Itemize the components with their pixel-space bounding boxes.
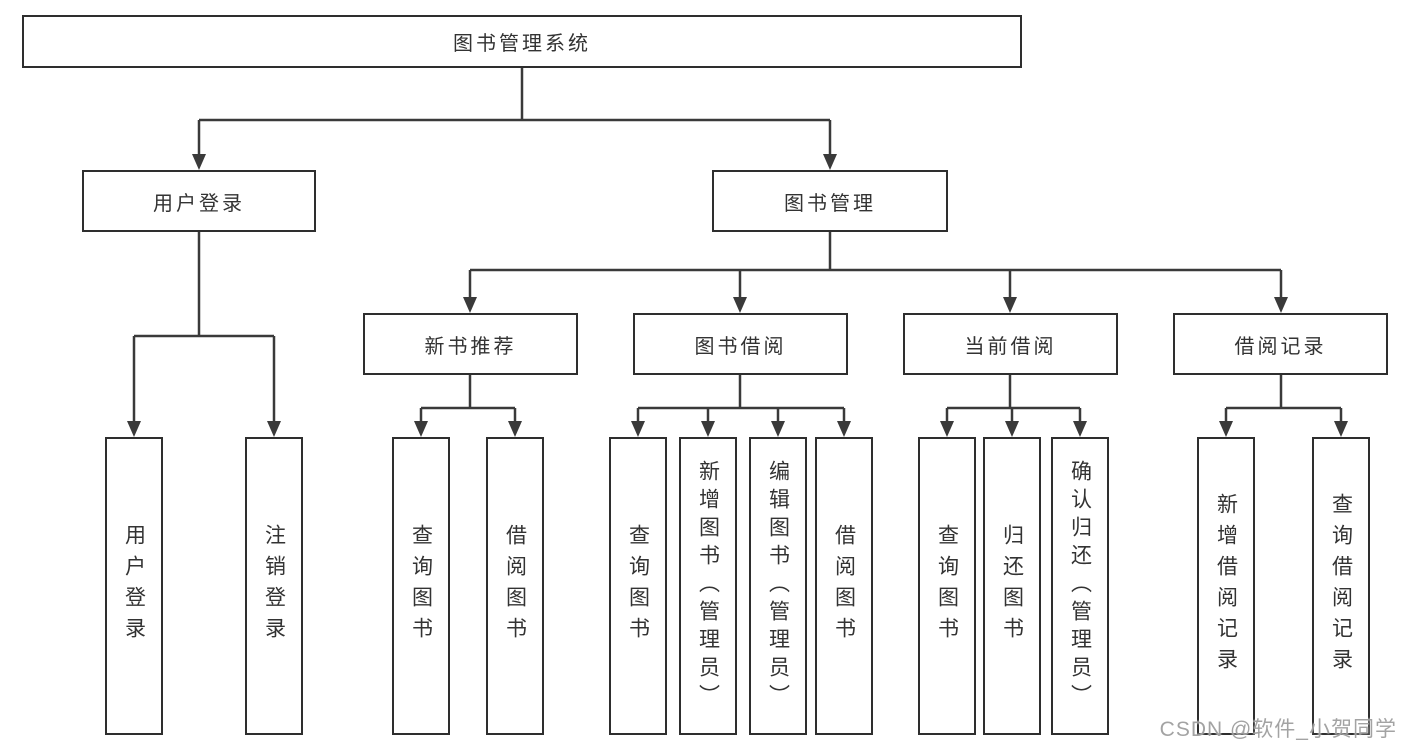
leaf-logout-label: 注销登录: [262, 524, 286, 648]
node-book-management: 图书管理: [712, 170, 948, 232]
node-current-borrowing: 当前借阅: [903, 313, 1118, 375]
node-root: 图书管理系统: [22, 15, 1022, 68]
leaf-query-books-borrow-label: 查询图书: [626, 524, 650, 648]
leaf-confirm-return-admin: 确认归还（管理员）: [1051, 437, 1109, 735]
leaf-query-books-recommend-label: 查询图书: [409, 524, 433, 648]
arrowheads: [127, 154, 1348, 437]
node-user-login: 用户登录: [82, 170, 316, 232]
leaf-add-books-admin: 新增图书（管理员）: [679, 437, 737, 735]
leaf-return-books-label: 归还图书: [1000, 524, 1024, 648]
leaf-edit-books-admin: 编辑图书（管理员）: [749, 437, 807, 735]
leaf-logout: 注销登录: [245, 437, 303, 735]
leaf-add-borrow-record-label: 新增借阅记录: [1214, 493, 1238, 679]
leaf-borrow-books-label: 借阅图书: [832, 524, 856, 648]
leaf-edit-books-admin-label: 编辑图书（管理员）: [766, 460, 790, 712]
csdn-watermark: CSDN @软件_小贺同学: [1159, 718, 1397, 741]
leaf-borrow-books-recommend: 借阅图书: [486, 437, 544, 735]
leaf-query-books-borrow: 查询图书: [609, 437, 667, 735]
leaf-borrow-books-recommend-label: 借阅图书: [503, 524, 527, 648]
leaf-query-borrow-record-label: 查询借阅记录: [1329, 493, 1353, 679]
leaf-user-login-label: 用户登录: [122, 524, 146, 648]
leaf-query-borrow-record: 查询借阅记录: [1312, 437, 1370, 735]
leaf-add-borrow-record: 新增借阅记录: [1197, 437, 1255, 735]
leaf-add-books-admin-label: 新增图书（管理员）: [696, 460, 720, 712]
leaf-borrow-books: 借阅图书: [815, 437, 873, 735]
leaf-return-books: 归还图书: [983, 437, 1041, 735]
leaf-query-books-current: 查询图书: [918, 437, 976, 735]
leaf-query-books-current-label: 查询图书: [935, 524, 959, 648]
node-new-book-recommend: 新书推荐: [363, 313, 578, 375]
leaf-user-login: 用户登录: [105, 437, 163, 735]
leaf-confirm-return-admin-label: 确认归还（管理员）: [1068, 460, 1092, 712]
node-borrowing-records: 借阅记录: [1173, 313, 1388, 375]
leaf-query-books-recommend: 查询图书: [392, 437, 450, 735]
node-book-borrowing: 图书借阅: [633, 313, 848, 375]
